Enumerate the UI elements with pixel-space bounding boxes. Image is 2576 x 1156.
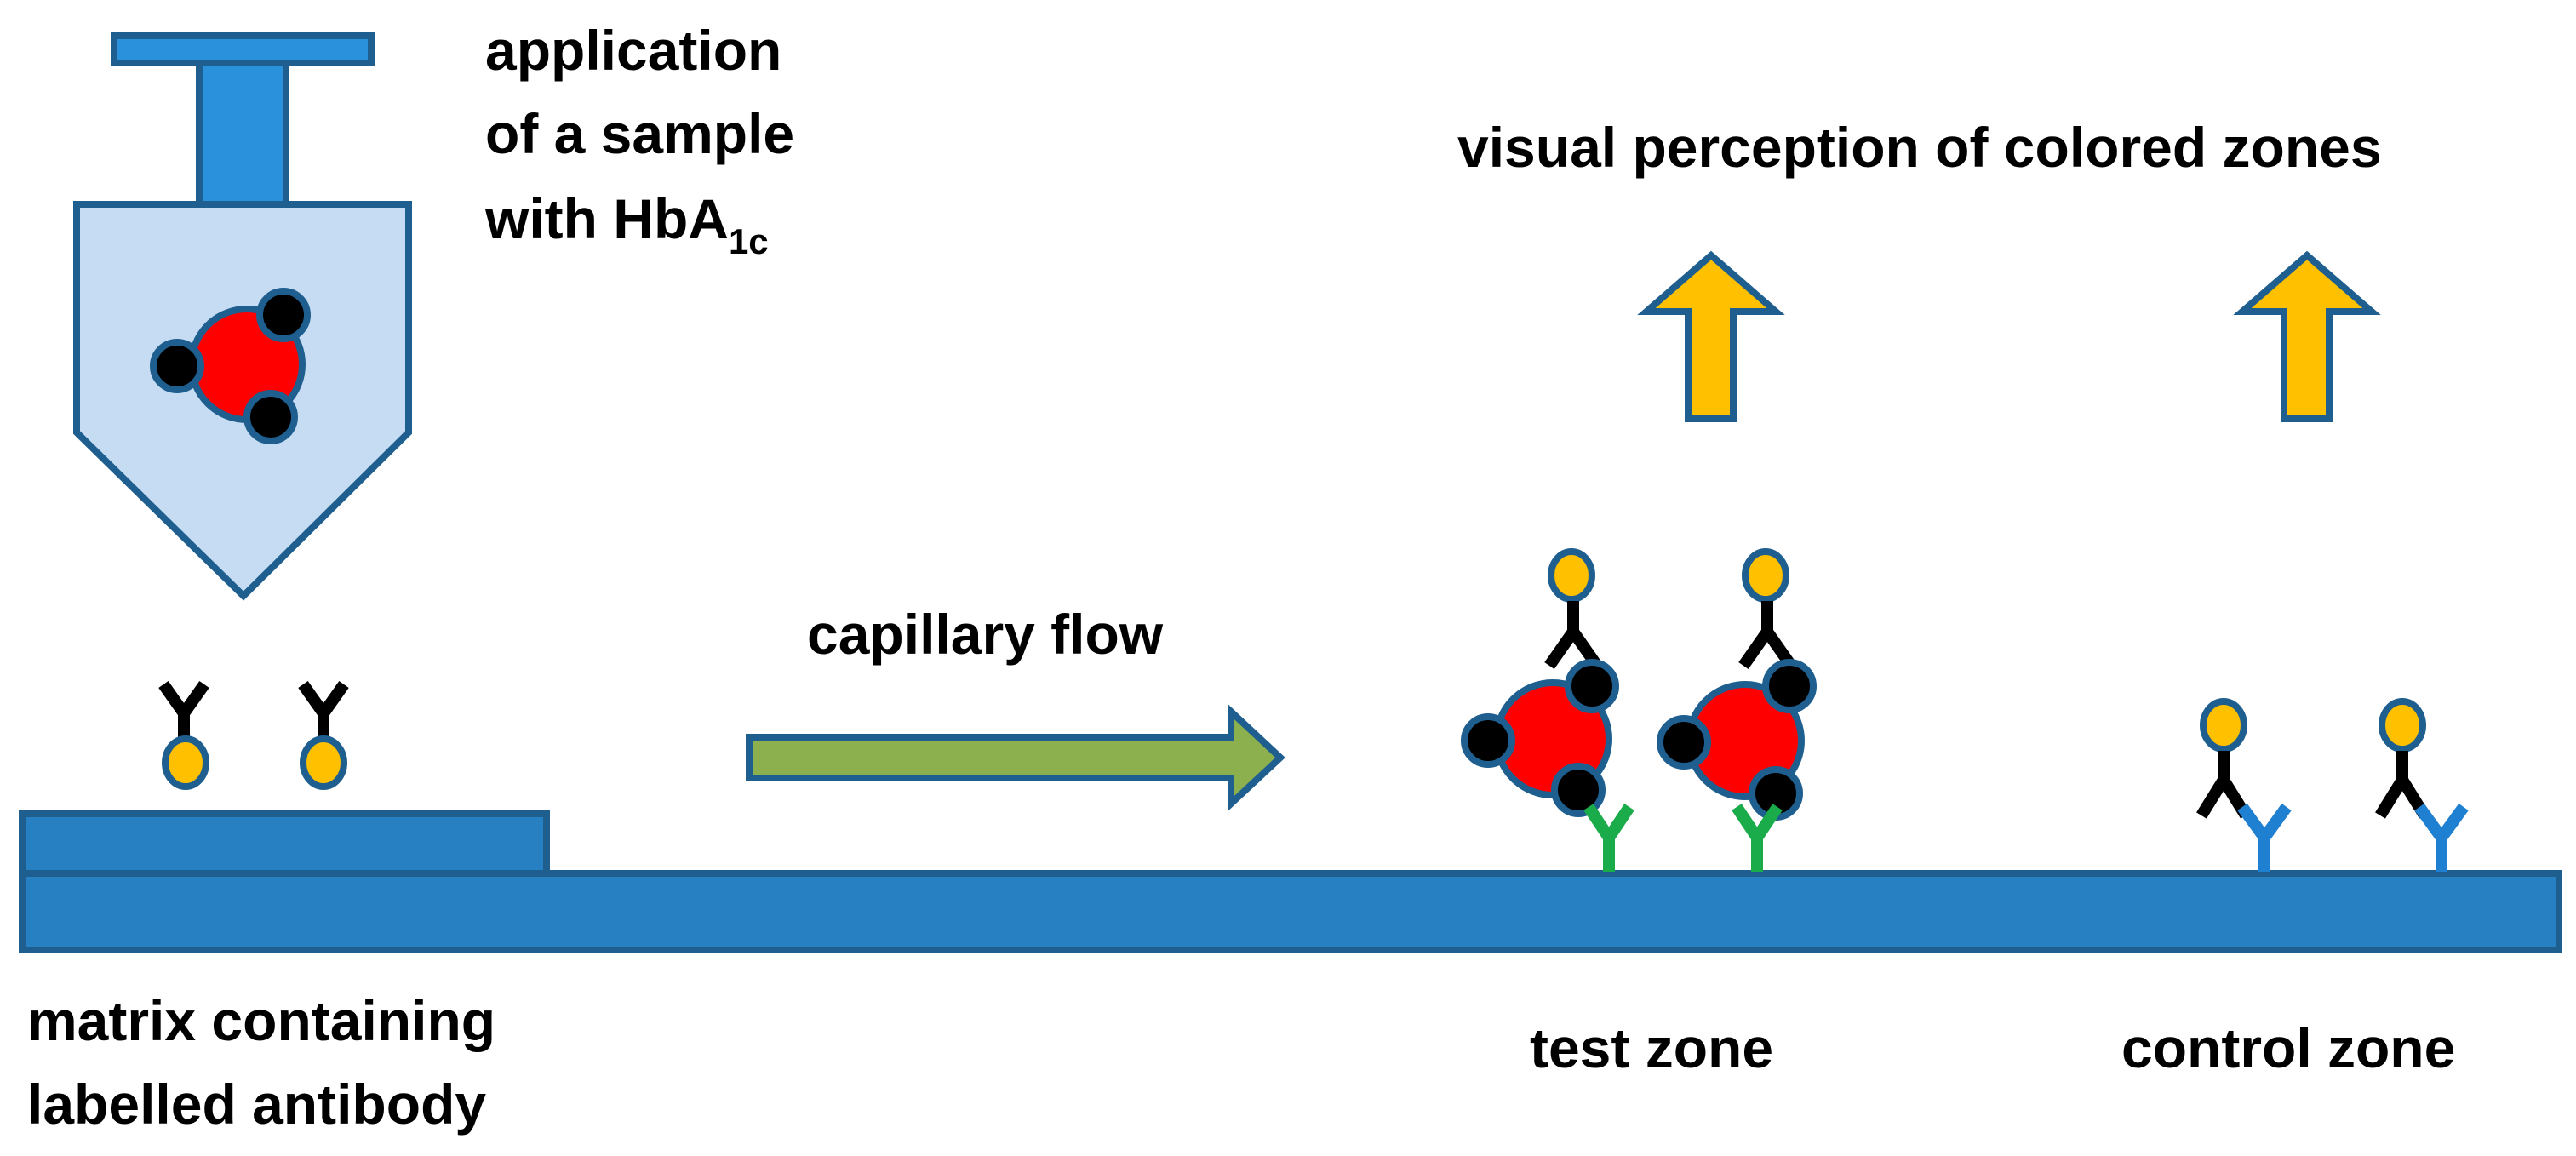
control-zone-complex-2	[2375, 698, 2469, 872]
perception-arrow-control-zone	[2233, 250, 2381, 422]
capture-antibody-y	[1732, 804, 1783, 872]
antibody-y-shape	[298, 680, 349, 737]
hba1c-molecule-sample	[150, 288, 311, 444]
labelled-antibody	[298, 680, 349, 790]
labelled-antibody-y	[2196, 751, 2251, 819]
matrix-label-line2: labelled antibody	[27, 1073, 486, 1136]
control-antibody-y	[2237, 803, 2292, 872]
hba-text: with HbA	[484, 187, 729, 250]
pipette-plunger-cap	[111, 32, 375, 66]
capillary-flow-arrow	[746, 703, 1285, 812]
glycation-dot	[1657, 715, 1711, 770]
test-strip	[19, 870, 2562, 953]
glycation-dot	[1762, 659, 1817, 713]
pipette-plunger-rod	[196, 60, 289, 208]
gold-label-dot	[2379, 698, 2426, 753]
capture-antibody-y	[1583, 804, 1634, 872]
test-zone-complex-1	[1461, 548, 1634, 872]
pipette	[73, 32, 412, 601]
glycation-dot	[150, 339, 204, 393]
test-zone-complex-2	[1657, 548, 1817, 872]
glycation-dot	[243, 390, 298, 444]
labelled-antibody	[158, 680, 209, 790]
capillary-flow-label: capillary flow	[807, 603, 1164, 666]
glycation-dot	[1551, 763, 1606, 817]
conjugate-matrix-pad	[19, 810, 550, 877]
labelled-antibody-y	[1738, 601, 1796, 670]
labelled-antibody-y	[2375, 751, 2430, 819]
test-zone-label: test zone	[1530, 1016, 1773, 1079]
control-zone-complex-1	[2196, 698, 2292, 872]
gold-label-dot	[1742, 548, 1789, 603]
visual-perception-label: visual perception of colored zones	[1457, 116, 2382, 179]
gold-label-dot	[2200, 698, 2247, 753]
glycation-dot	[1565, 659, 1619, 713]
gold-label-dot	[300, 735, 347, 790]
glycation-dot	[1461, 713, 1515, 768]
perception-arrow-test-zone	[1637, 250, 1785, 422]
labelled-antibody-y	[1544, 601, 1602, 670]
antibody-y-shape	[158, 680, 209, 737]
glycation-dot	[256, 288, 311, 342]
matrix-label-line1: matrix containing	[27, 989, 495, 1052]
control-zone-label: control zone	[2121, 1016, 2455, 1079]
application-label-line2: of a sample	[485, 102, 794, 165]
gold-label-dot	[1548, 548, 1595, 603]
gold-label-dot	[162, 735, 209, 790]
application-label-line3: with HbA1c	[484, 187, 769, 261]
hba-subscript: 1c	[729, 221, 769, 261]
application-label-line1: application	[485, 19, 781, 82]
control-antibody-y	[2414, 803, 2469, 872]
